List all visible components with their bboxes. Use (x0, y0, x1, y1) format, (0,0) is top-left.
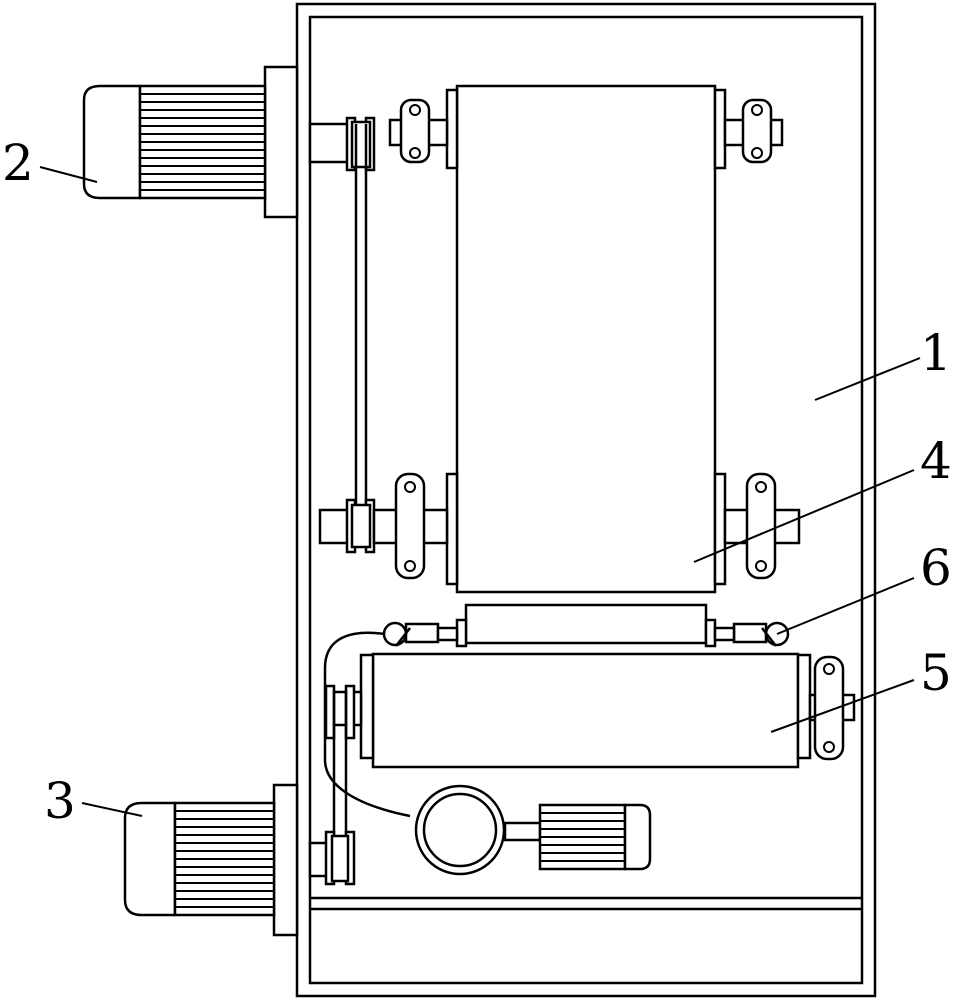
pressing-plate (455, 603, 717, 648)
upper-motor (82, 65, 299, 219)
pump-unit (414, 784, 652, 876)
label-4: 4 (920, 432, 952, 490)
label-1: 1 (920, 324, 952, 382)
lower-motor (123, 783, 299, 937)
label-3: 3 (44, 772, 76, 830)
cabinet-frame (295, 2, 877, 998)
upper-roller (388, 84, 801, 594)
upper-belt-drive (308, 116, 402, 554)
hose-line (323, 631, 411, 818)
label-2: 2 (2, 134, 34, 192)
label-5: 5 (920, 644, 952, 702)
tension-wheels (382, 621, 790, 647)
lower-roller (359, 652, 856, 769)
label-6: 6 (920, 539, 952, 597)
lower-belt-drive (308, 684, 363, 886)
leader-lines (39, 166, 921, 817)
